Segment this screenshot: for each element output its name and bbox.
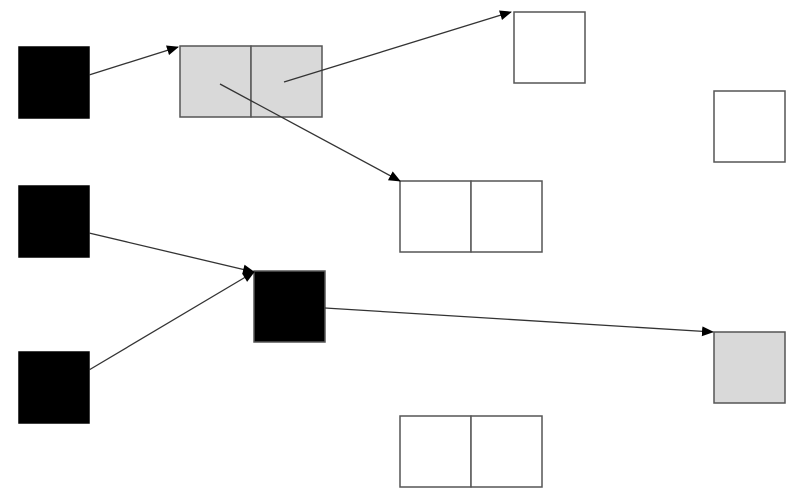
root-b-cell-1 bbox=[18, 185, 90, 258]
pair-gray-cell-1 bbox=[179, 45, 252, 118]
boxes-layer bbox=[18, 11, 786, 488]
node-pair-bottom bbox=[399, 415, 543, 488]
root-c-cell-1 bbox=[18, 351, 90, 424]
node-single-gray bbox=[713, 331, 786, 404]
pair-bottom-cell-2 bbox=[470, 415, 543, 488]
edge-black-center-to-single-gray bbox=[324, 307, 714, 337]
node-pair-middle bbox=[399, 180, 543, 253]
single-right-cell-1 bbox=[713, 90, 786, 163]
node-single-top bbox=[513, 11, 586, 84]
edge-root-a-to-pair-gray bbox=[88, 45, 179, 76]
node-black-center bbox=[253, 270, 326, 343]
single-gray-cell-1 bbox=[713, 331, 786, 404]
pair-middle-cell-2 bbox=[470, 180, 543, 253]
edge-root-c-to-black-center bbox=[88, 271, 255, 371]
pair-bottom-cell-1 bbox=[399, 415, 472, 488]
edge-root-b-to-black-center bbox=[88, 232, 255, 275]
pair-middle-cell-1 bbox=[399, 180, 472, 253]
node-pair-gray bbox=[179, 45, 323, 118]
node-root-c bbox=[18, 351, 90, 424]
single-top-cell-1 bbox=[513, 11, 586, 84]
node-root-a bbox=[18, 46, 90, 119]
edge-pair-gray-to-pair-middle bbox=[219, 83, 401, 182]
node-root-b bbox=[18, 185, 90, 258]
edges-layer bbox=[88, 10, 714, 371]
black-center-cell-1 bbox=[253, 270, 326, 343]
edge-pair-gray-to-single-top bbox=[283, 10, 512, 83]
node-single-right bbox=[713, 90, 786, 163]
root-a-cell-1 bbox=[18, 46, 90, 119]
